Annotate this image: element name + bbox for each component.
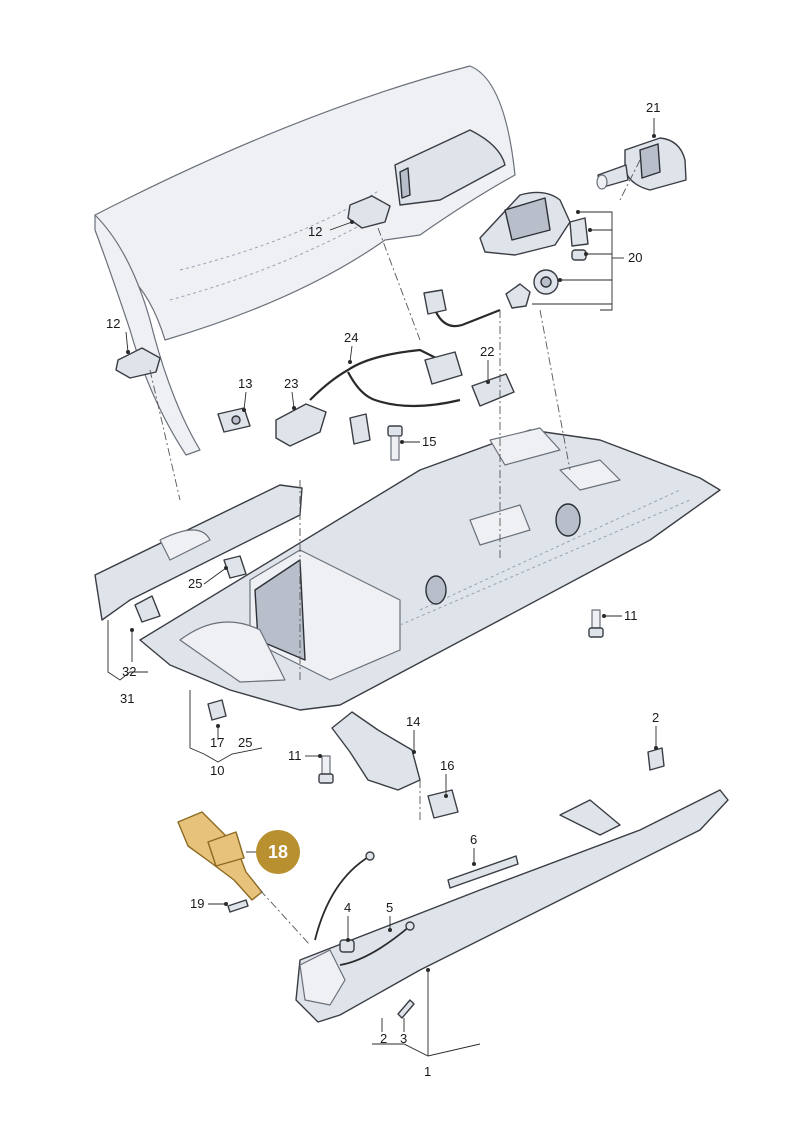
glovebox-lid-part	[295, 789, 729, 1023]
callout-25: 25	[188, 576, 202, 591]
callout-31: 31	[120, 691, 134, 706]
lock-mechanism-part	[479, 191, 589, 309]
screw-part-11-lower	[318, 755, 334, 784]
clip-part-upper	[347, 195, 391, 229]
callout-2: 2	[652, 710, 659, 725]
pin-part-3	[397, 999, 415, 1019]
callout-12: 12	[308, 224, 322, 239]
bumper-part-2	[647, 747, 665, 771]
clip-part-25	[223, 555, 247, 579]
callout-16: 16	[440, 758, 454, 773]
callout-21: 21	[646, 100, 660, 115]
callout-23: 23	[284, 376, 298, 391]
hinge-pin-part-6	[447, 855, 519, 889]
cable-parts	[314, 851, 415, 966]
callout-3: 3	[400, 1031, 407, 1046]
callout-32: 32	[122, 664, 136, 679]
callout-13: 13	[238, 376, 252, 391]
callout-2: 2	[380, 1031, 387, 1046]
wiring-harness-part	[309, 289, 501, 445]
callout-11: 11	[288, 748, 302, 763]
clip-part-left	[115, 347, 161, 379]
leader-lines	[107, 118, 658, 1057]
switch-part-16	[427, 789, 459, 819]
callout-20: 20	[628, 250, 642, 265]
callout-1: 1	[424, 1064, 431, 1079]
side-trim-part	[94, 484, 303, 623]
lock-cylinder-part	[596, 137, 687, 191]
bumper-part-17	[207, 699, 227, 721]
callout-6: 6	[470, 832, 477, 847]
glovebox-housing-part	[139, 427, 721, 711]
callout-22: 22	[480, 344, 494, 359]
callout-24: 24	[344, 330, 358, 345]
assembly-lines	[149, 159, 641, 946]
bolt-part-15	[387, 425, 403, 461]
nut-clip-part	[217, 407, 251, 433]
callout-15: 15	[422, 434, 436, 449]
callout-19: 19	[190, 896, 204, 911]
callout-11: 11	[624, 608, 638, 623]
highlight-badge-label: 18	[268, 842, 288, 862]
callout-12: 12	[106, 316, 120, 331]
callout-4: 4	[344, 900, 351, 915]
callout-5: 5	[386, 900, 393, 915]
screw-part-11-right	[588, 609, 604, 638]
highlight-badge-circle	[256, 830, 300, 874]
callout-14: 14	[406, 714, 420, 729]
callout-labels: 21 20 12 12 24 22 13 23 15 25 11 32 31 1…	[106, 100, 660, 1079]
callout-10: 10	[210, 763, 224, 778]
switch-part-22	[471, 373, 515, 407]
dashboard-panel	[94, 65, 516, 456]
highlight-badge: 18	[256, 830, 300, 874]
callout-17: 17	[210, 735, 224, 750]
latch-handle-part-18	[177, 811, 263, 901]
screw-part-19	[227, 899, 249, 913]
switch-part-23	[275, 403, 327, 447]
callout-25: 25	[238, 735, 252, 750]
